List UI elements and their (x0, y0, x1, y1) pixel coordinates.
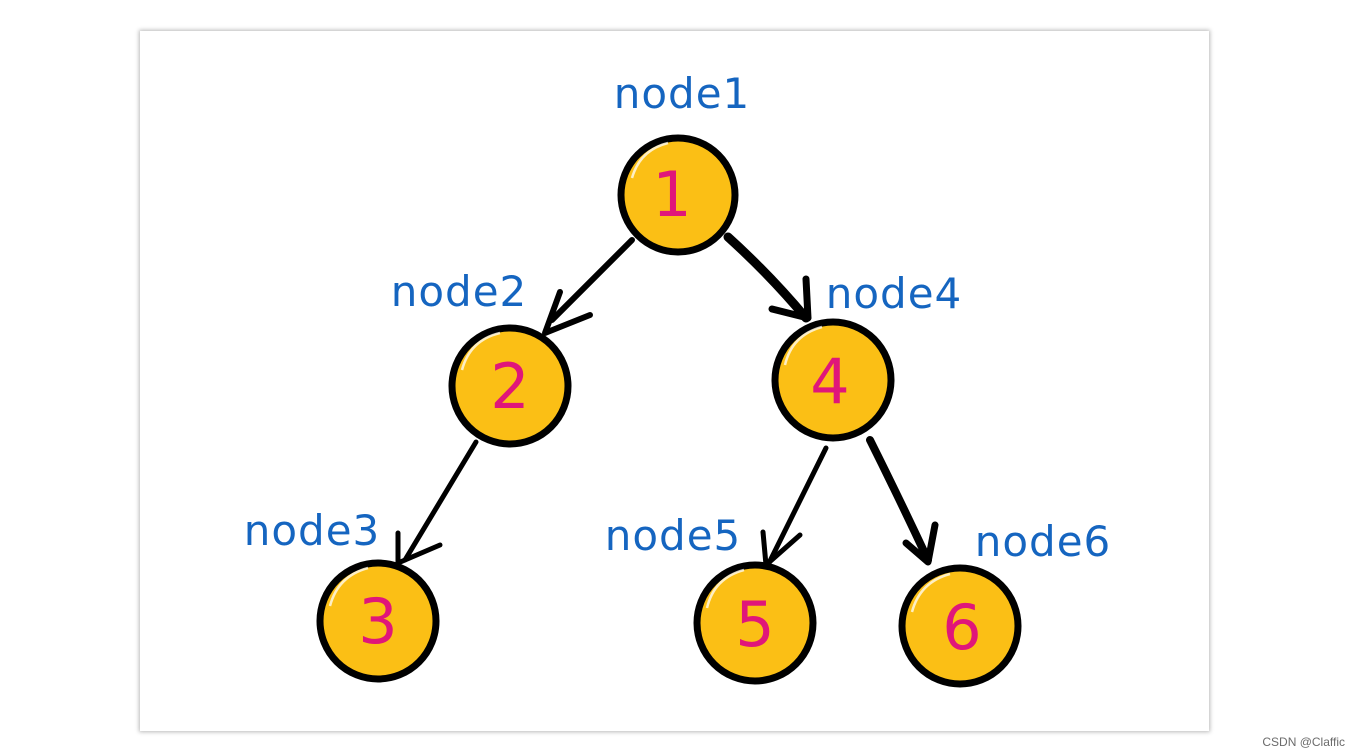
node-circle (617, 134, 739, 256)
node-highlight (910, 572, 951, 613)
arrowhead-4-6 (902, 521, 939, 566)
tree-node-2: 2 node2 (391, 267, 572, 448)
watermark: CSDN @Claffic (1262, 735, 1345, 749)
node-label: node3 (244, 506, 381, 555)
node-number: 3 (358, 585, 397, 658)
node-highlight (460, 331, 501, 371)
node-label: node2 (391, 267, 528, 316)
edge-2-3 (402, 439, 479, 563)
tree-node-3: 3 node3 (244, 506, 440, 683)
tree-node-1: 1 node1 (614, 69, 751, 256)
node-label: node5 (605, 511, 742, 560)
edge-4-6 (866, 436, 932, 564)
node-circle (771, 318, 895, 442)
node-circle (448, 324, 572, 448)
node-label: node6 (975, 517, 1112, 566)
node-circle (898, 564, 1022, 688)
edge-1-4 (723, 232, 811, 323)
node-number: 2 (490, 350, 529, 423)
node-number: 5 (735, 588, 774, 661)
arrowhead-1-2 (542, 289, 593, 336)
tree-node-4: 4 node4 (771, 269, 963, 442)
node-number: 4 (810, 345, 849, 418)
arrowhead-1-4 (768, 275, 812, 322)
node-label: node4 (826, 269, 963, 318)
node-circle (693, 561, 817, 685)
node-number: 1 (652, 158, 691, 231)
tree-node-6: 6 node6 (898, 517, 1112, 688)
node-highlight (630, 141, 669, 179)
node-number: 6 (942, 591, 981, 664)
tree-node-5: 5 node5 (605, 511, 817, 685)
node-highlight (705, 568, 745, 609)
node-highlight (328, 566, 369, 607)
node-highlight (783, 325, 823, 366)
edge-4-5 (765, 445, 829, 568)
node-circle (316, 559, 440, 683)
edge-1-2 (549, 237, 635, 323)
node-label: node1 (614, 69, 751, 118)
edges (395, 232, 939, 568)
